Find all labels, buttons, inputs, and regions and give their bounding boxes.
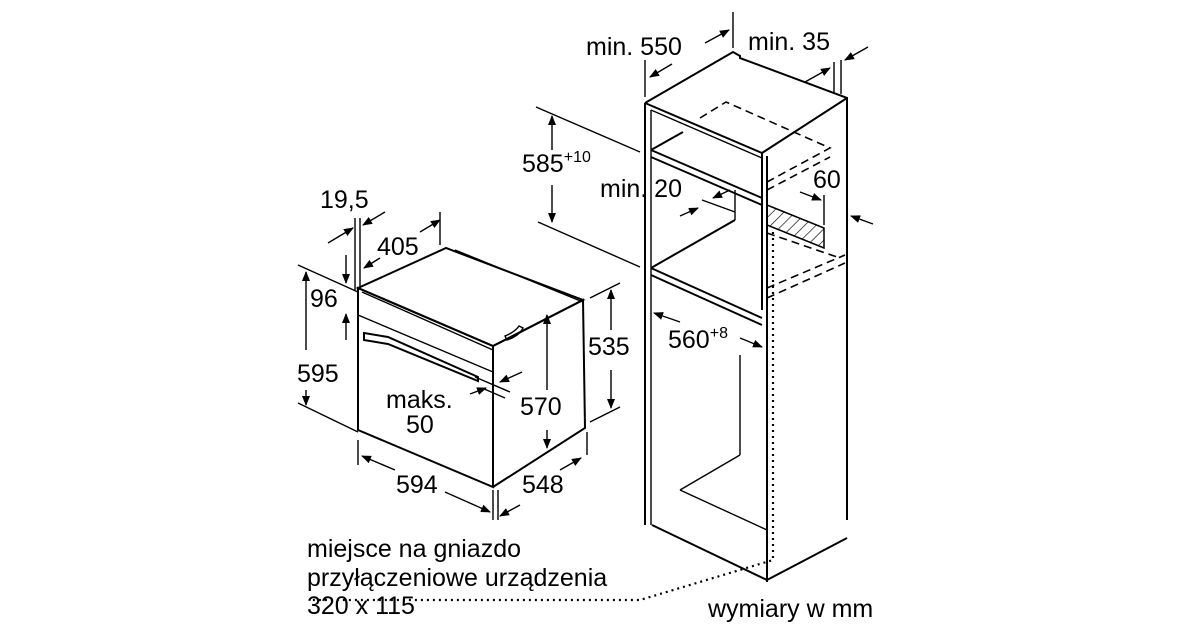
oven-side-face bbox=[492, 298, 587, 488]
dim-min-vent: min. 20 bbox=[600, 175, 682, 203]
dim-vent-depth: 60 bbox=[813, 166, 841, 194]
dim-top-depth: 405 bbox=[377, 233, 419, 261]
oven-top-face bbox=[355, 246, 586, 348]
oven-dimensions bbox=[297, 211, 621, 520]
socket-leader-line bbox=[310, 232, 775, 602]
dim-body-height: 570 bbox=[520, 393, 562, 421]
dim-min-depth: min. 550 bbox=[586, 33, 682, 61]
dim-max-value: 50 bbox=[406, 411, 434, 439]
dim-panel-height: 96 bbox=[310, 285, 338, 313]
units-note: wymiary w mm bbox=[707, 595, 873, 623]
dim-min-gap: min. 35 bbox=[748, 28, 830, 56]
socket-note-line2: przyłączeniowe urządzenia bbox=[307, 564, 607, 592]
dim-oven-depth: 548 bbox=[522, 471, 564, 499]
dim-oven-height: 595 bbox=[297, 360, 339, 388]
cabinet-dimensions bbox=[310, 12, 874, 602]
socket-note-line1: miejsce na gniazdo bbox=[307, 535, 521, 563]
oven-control-panel-line bbox=[357, 314, 494, 373]
dim-niche-width: 560+8 bbox=[668, 325, 728, 354]
oven-side-handle bbox=[504, 325, 524, 341]
dim-max-label: maks. bbox=[386, 386, 453, 414]
oven-drawing bbox=[355, 246, 587, 489]
dim-oven-width: 594 bbox=[396, 471, 438, 499]
dim-niche-height: 585+10 bbox=[522, 149, 591, 178]
dim-side-height: 535 bbox=[588, 333, 630, 361]
socket-area-hatched bbox=[766, 203, 825, 250]
oven-handle bbox=[363, 331, 479, 383]
cabinet-drawing bbox=[644, 50, 848, 582]
socket-note-line3: 320 x 115 bbox=[307, 592, 415, 620]
dim-front-thickness: 19,5 bbox=[320, 186, 369, 214]
